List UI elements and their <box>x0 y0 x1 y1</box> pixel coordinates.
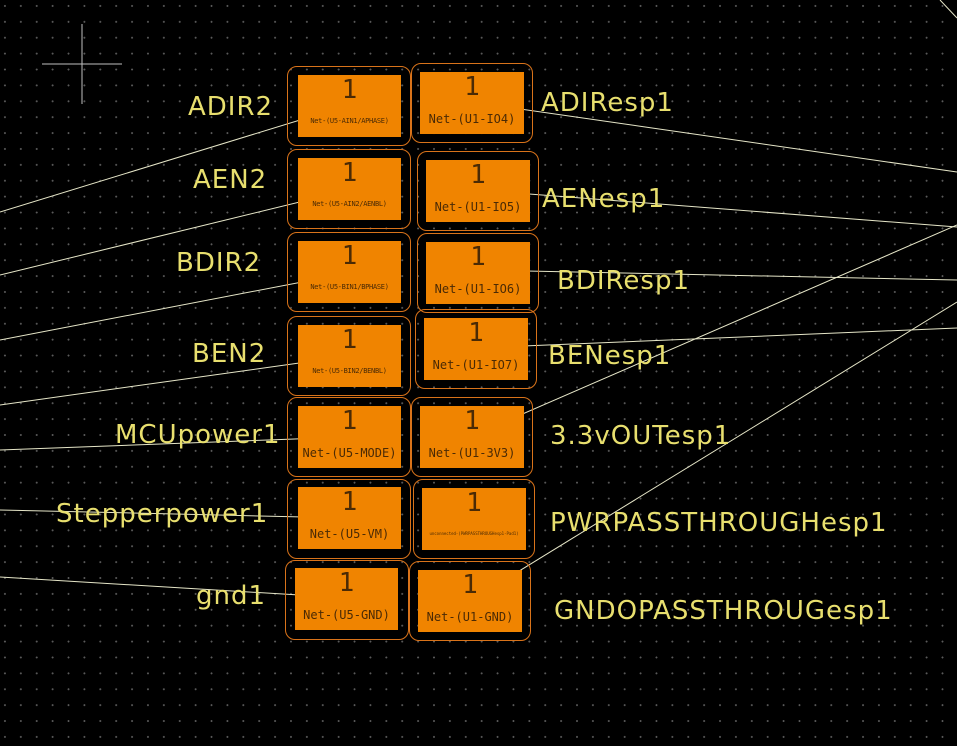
pad-number: 1 <box>341 75 358 105</box>
ratsnest-line <box>0 576 350 599</box>
ratsnest-line <box>471 101 957 173</box>
pad-number: 1 <box>464 406 480 436</box>
ref-stepperpower1: Stepperpower1 <box>56 499 269 529</box>
pad-outline <box>287 149 411 229</box>
ratsnest-line <box>477 189 957 228</box>
pad-outline <box>411 397 533 477</box>
ref-3v3outesp1: 3.3vOUTesp1 <box>550 421 732 451</box>
pad-number: 1 <box>341 325 358 355</box>
ratsnest-line <box>471 224 957 437</box>
pad-net: Net-(U5-AIN2/AENBL) <box>312 200 387 208</box>
pad-outline <box>287 232 411 312</box>
pad-net: Net-(U5-BIN1/BPHASE) <box>310 283 389 291</box>
pad-number: 1 <box>338 568 355 598</box>
ref-gndopassthrougesp1: GNDOPASSTHROUGesp1 <box>554 596 893 626</box>
ratsnest-line <box>0 436 350 451</box>
pad-number: 1 <box>462 570 478 600</box>
pad-net: Net-(U1-IO6) <box>434 282 522 296</box>
pad-number: 1 <box>341 406 358 436</box>
ref-mcupower1: MCUpower1 <box>115 420 281 450</box>
pad-net: Net-(U1-IO5) <box>434 200 522 214</box>
pad-net: Net-(U5-AIN1/APHASE) <box>310 117 389 125</box>
pad-outline <box>413 479 535 559</box>
ref-gnd1: gnd1 <box>196 581 267 611</box>
pad-outline <box>285 560 409 640</box>
pad-number: 1 <box>466 488 482 518</box>
pad-outline <box>411 63 533 143</box>
pad-outline <box>409 561 531 641</box>
ref-aen2: AEN2 <box>193 165 268 195</box>
cursor-crosshair <box>42 24 122 104</box>
pad-net: Net-(U5-VM) <box>309 527 390 541</box>
pad-number: 1 <box>341 241 358 271</box>
pad-net: Net-(U1-GND) <box>426 610 514 624</box>
pad-number: 1 <box>470 242 486 272</box>
ref-adir2: ADIR2 <box>188 92 274 122</box>
pad-net: Net-(U5-MODE) <box>302 446 397 460</box>
ref-bdir2: BDIR2 <box>176 248 262 278</box>
ref-pwrpassthroughesp1: PWRPASSTHROUGHesp1 <box>550 508 888 538</box>
pad-net: Net-(U1-3V3) <box>428 446 516 460</box>
pad-outline <box>415 309 537 389</box>
ratsnest-line <box>0 189 350 276</box>
ratsnest-line <box>475 327 957 349</box>
ref-bdiresp1: BDIResp1 <box>557 266 691 296</box>
pad-net: Net-(U1-IO4) <box>428 112 516 126</box>
ratsnest-line <box>939 0 957 19</box>
pad-number: 1 <box>468 318 484 348</box>
ref-aenesp1: AENesp1 <box>542 184 666 214</box>
ratsnest-line <box>0 272 350 341</box>
pad-outline <box>287 316 411 396</box>
ratsnest-line <box>0 355 350 406</box>
pad-number: 1 <box>470 160 486 190</box>
pad-outline <box>417 233 539 313</box>
pad-number: 1 <box>464 72 480 102</box>
ratsnest-line <box>477 269 957 281</box>
ratsnest-line <box>0 104 350 213</box>
ratsnest-line <box>0 509 350 519</box>
ratsnest-line <box>471 301 957 601</box>
pad-pwrpassthroughesp1[interactable]: 1 unconnected-(PWRPASSTHROUGHesp1-Pad1) <box>422 488 526 550</box>
pad-net: Net-(U5-GND) <box>303 608 390 622</box>
pad-net: Net-(U1-IO7) <box>432 358 520 372</box>
pad-outline <box>417 151 539 231</box>
pad-number: 1 <box>341 158 358 188</box>
pad-net: unconnected-(PWRPASSTHROUGHesp1-Pad1) <box>429 531 519 536</box>
pad-net: Net-(U5-BIN2/BENBL) <box>312 367 387 375</box>
pad-outline <box>287 397 411 477</box>
ref-benesp1: BENesp1 <box>548 341 672 371</box>
pad-outline <box>287 66 411 146</box>
ref-ben2: BEN2 <box>192 339 267 369</box>
ref-adiresp1: ADIResp1 <box>541 88 674 118</box>
pad-outline <box>287 479 411 559</box>
pad-number: 1 <box>341 487 358 517</box>
